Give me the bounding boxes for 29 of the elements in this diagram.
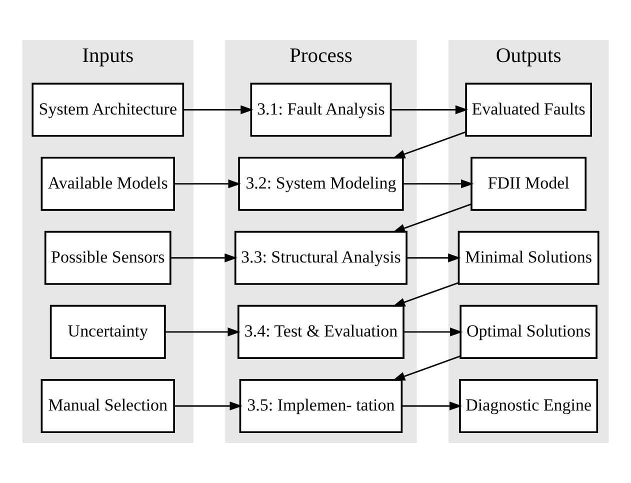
arrow <box>406 253 461 262</box>
arrow <box>165 328 240 336</box>
node-box: Evaluated Faults <box>465 82 592 137</box>
node-box: Available Models <box>40 156 175 211</box>
arrow <box>183 105 254 114</box>
node-box: Manual Selection <box>40 379 175 434</box>
node-box: FDII Model <box>470 156 587 211</box>
arrow <box>392 282 459 307</box>
node-box: Diagnostic Engine <box>459 379 598 434</box>
node-box: Uncertainty <box>50 304 166 359</box>
node-box: System Architecture <box>32 82 184 137</box>
arrow <box>392 131 466 158</box>
arrow <box>392 355 461 381</box>
node-box: 3.5: Implemen- tation <box>239 379 403 434</box>
arrow <box>174 179 241 188</box>
arrow <box>174 402 242 410</box>
node-box: 3.4: Test & Evaluation <box>238 304 404 359</box>
node-box: 3.2: System Modeling <box>238 156 404 211</box>
arrow <box>170 253 238 262</box>
arrow <box>391 105 468 114</box>
node-box: Possible Sensors <box>44 230 172 285</box>
node-box: Minimal Solutions <box>458 230 600 285</box>
arrow <box>404 328 463 336</box>
arrow <box>402 402 462 410</box>
arrow <box>403 179 474 188</box>
arrow <box>392 203 472 233</box>
node-box: 3.3: Structural Analysis <box>234 230 408 285</box>
node-box: Optimal Solutions <box>460 304 598 359</box>
node-box: 3.1: Fault Analysis <box>250 82 392 137</box>
